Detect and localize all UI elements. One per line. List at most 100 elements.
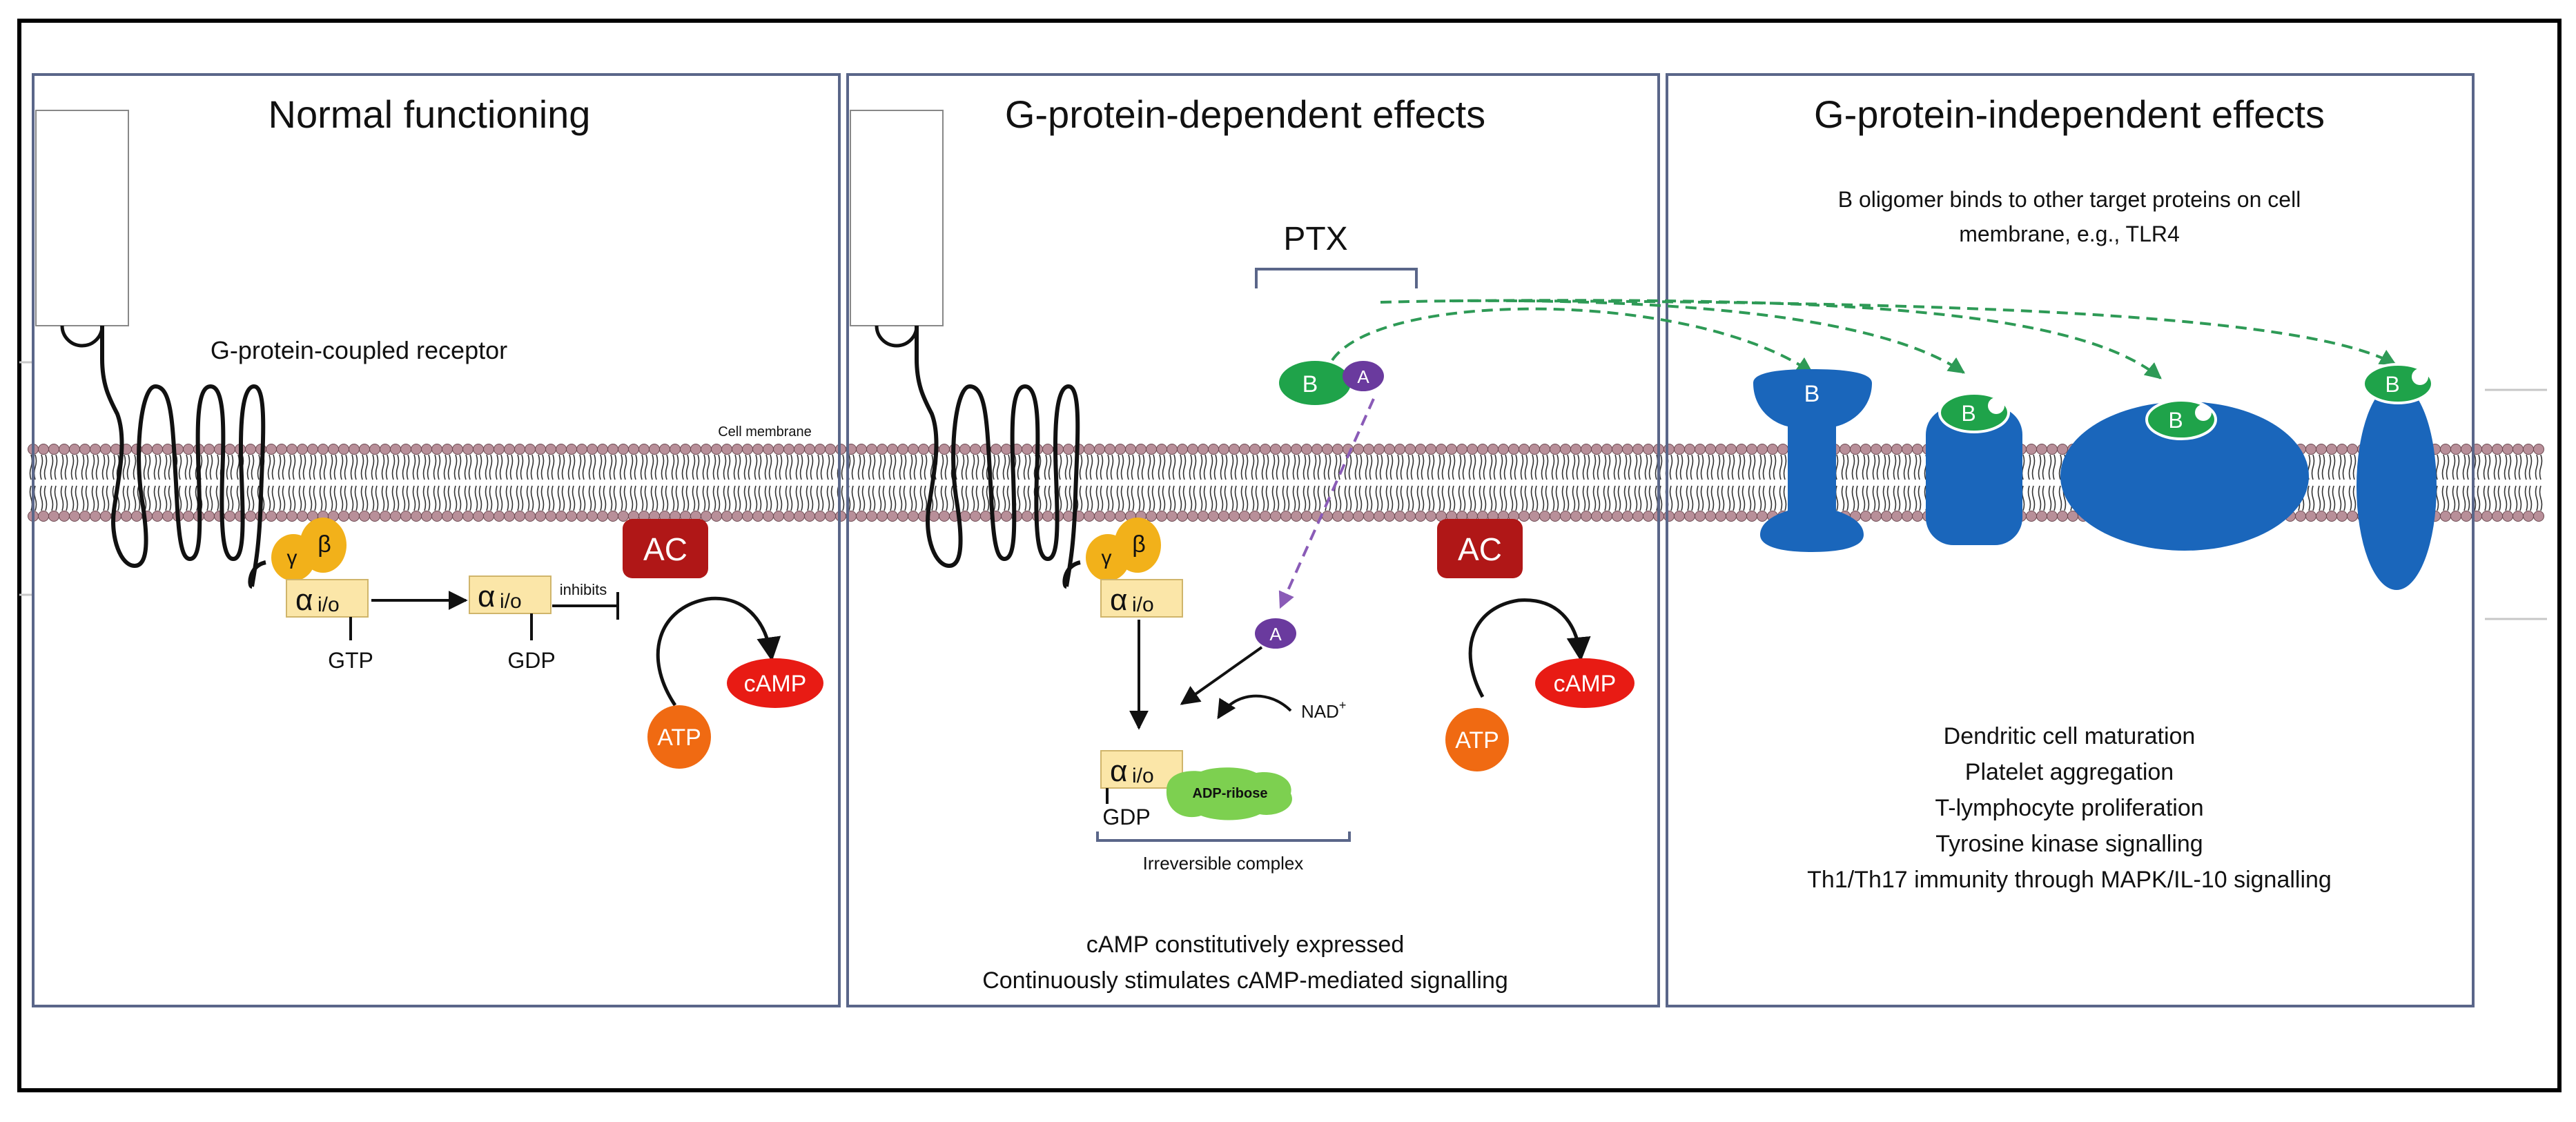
- lipid-head: [980, 511, 991, 522]
- effect-item: Dendritic cell maturation: [1944, 723, 2196, 749]
- lipid-head: [1891, 511, 1902, 522]
- panel-g-dependent-border: [846, 73, 1660, 1007]
- alpha-subscript: i/o: [1132, 593, 1154, 616]
- a-subunit-arrow: [1180, 646, 1263, 705]
- lipid-head: [856, 511, 867, 522]
- beta-symbol: β: [1132, 531, 1146, 558]
- lipid-head: [276, 444, 287, 455]
- lipid-head: [2440, 444, 2451, 455]
- lipid-head: [2481, 444, 2492, 455]
- lipid-head: [2502, 444, 2513, 455]
- lipid-head: [2461, 444, 2472, 455]
- lipid-head: [359, 444, 370, 455]
- lipid-head: [1601, 444, 1612, 455]
- gdp-label: GDP: [1102, 805, 1150, 829]
- lipid-head: [1063, 511, 1074, 522]
- gpcr-label: G-protein-coupled receptor: [211, 336, 507, 364]
- lipid-head: [918, 444, 929, 455]
- lipid-head: [1508, 444, 1519, 455]
- lipid-head: [266, 511, 277, 522]
- a-subunit-entry-arrow: [1278, 398, 1375, 609]
- lipid-head: [400, 511, 411, 522]
- cell-membrane-label: Cell membrane: [718, 424, 812, 440]
- effect-item: Platelet aggregation: [1965, 759, 2174, 785]
- lipid-head: [359, 511, 370, 522]
- lipid-head: [1456, 444, 1467, 455]
- lipid-head: [1871, 511, 1882, 522]
- lipid-head: [462, 511, 474, 522]
- lipid-head: [2512, 444, 2524, 455]
- lipid-head: [1736, 444, 1747, 455]
- lipid-head: [2461, 511, 2472, 522]
- lipid-head: [2305, 511, 2316, 522]
- lipid-head: [1218, 511, 1229, 522]
- irreversible-bracket: [1096, 831, 1351, 842]
- lipid-head: [1622, 444, 1633, 455]
- lipid-head: [1591, 444, 1602, 455]
- lipid-head: [431, 511, 442, 522]
- b-oligomer-arrow: [1331, 307, 1813, 374]
- lipid-head: [245, 444, 256, 455]
- lipid-head: [2326, 511, 2337, 522]
- panel3-note: B oligomer binds to other target protein…: [1838, 187, 2301, 212]
- alpha-symbol: α: [1110, 754, 1127, 788]
- lipid-head: [607, 511, 618, 522]
- lipid-head: [2450, 444, 2461, 455]
- lipid-head: [421, 444, 432, 455]
- alpha-symbol: α: [1110, 583, 1127, 617]
- ac-enzyme: [623, 519, 708, 578]
- lipid-head: [742, 511, 753, 522]
- panel-title: Normal functioning: [269, 92, 591, 136]
- lipid-head: [1487, 444, 1499, 455]
- lipid-head: [38, 511, 49, 522]
- lipid-head: [2057, 444, 2068, 455]
- b-oligomer-arrow: [1449, 299, 2162, 380]
- target-protein: [2060, 402, 2309, 551]
- lipid-head: [618, 511, 629, 522]
- lipid-head: [411, 511, 422, 522]
- lipid-head: [276, 511, 287, 522]
- lipid-head: [514, 444, 525, 455]
- lipid-head: [90, 511, 101, 522]
- lipid-head: [1394, 511, 1405, 522]
- lipid-head: [680, 444, 691, 455]
- lipid-head: [131, 511, 142, 522]
- lipid-head: [742, 444, 753, 455]
- lipid-head: [670, 444, 681, 455]
- lipid-head: [1529, 444, 1540, 455]
- lipid-head: [566, 511, 577, 522]
- lipid-head: [814, 444, 826, 455]
- lipid-head: [79, 511, 90, 522]
- lipid-head: [504, 444, 515, 455]
- panel2-note: Continuously stimulates cAMP-mediated si…: [982, 967, 1508, 994]
- binding-site: [1988, 397, 2004, 414]
- lipid-head: [1177, 511, 1188, 522]
- lipid-head: [2026, 444, 2037, 455]
- camp-label: cAMP: [744, 671, 807, 697]
- lipid-head: [721, 511, 732, 522]
- lipid-head: [1239, 444, 1250, 455]
- lipid-head: [369, 511, 380, 522]
- lipid-head: [1084, 511, 1095, 522]
- lipid-head: [1415, 444, 1426, 455]
- lipid-head: [1363, 511, 1374, 522]
- lipid-head: [1881, 511, 1892, 522]
- lipid-head: [939, 511, 950, 522]
- lipid-head: [959, 444, 970, 455]
- lipid-head: [183, 444, 194, 455]
- lipid-head: [1425, 444, 1436, 455]
- lipid-head: [1612, 511, 1623, 522]
- lipid-head: [349, 444, 360, 455]
- lipid-head: [794, 444, 805, 455]
- effect-item: Tyrosine kinase signalling: [1935, 831, 2203, 857]
- lipid-head: [773, 444, 784, 455]
- lipid-head: [721, 444, 732, 455]
- lipid-head: [286, 444, 297, 455]
- lipid-head: [1425, 511, 1436, 522]
- lipid-head: [1560, 511, 1571, 522]
- gpcr-helices: [100, 326, 266, 587]
- gpcr-tail: [248, 560, 266, 589]
- lipid-head: [1498, 444, 1509, 455]
- lipid-head: [773, 511, 784, 522]
